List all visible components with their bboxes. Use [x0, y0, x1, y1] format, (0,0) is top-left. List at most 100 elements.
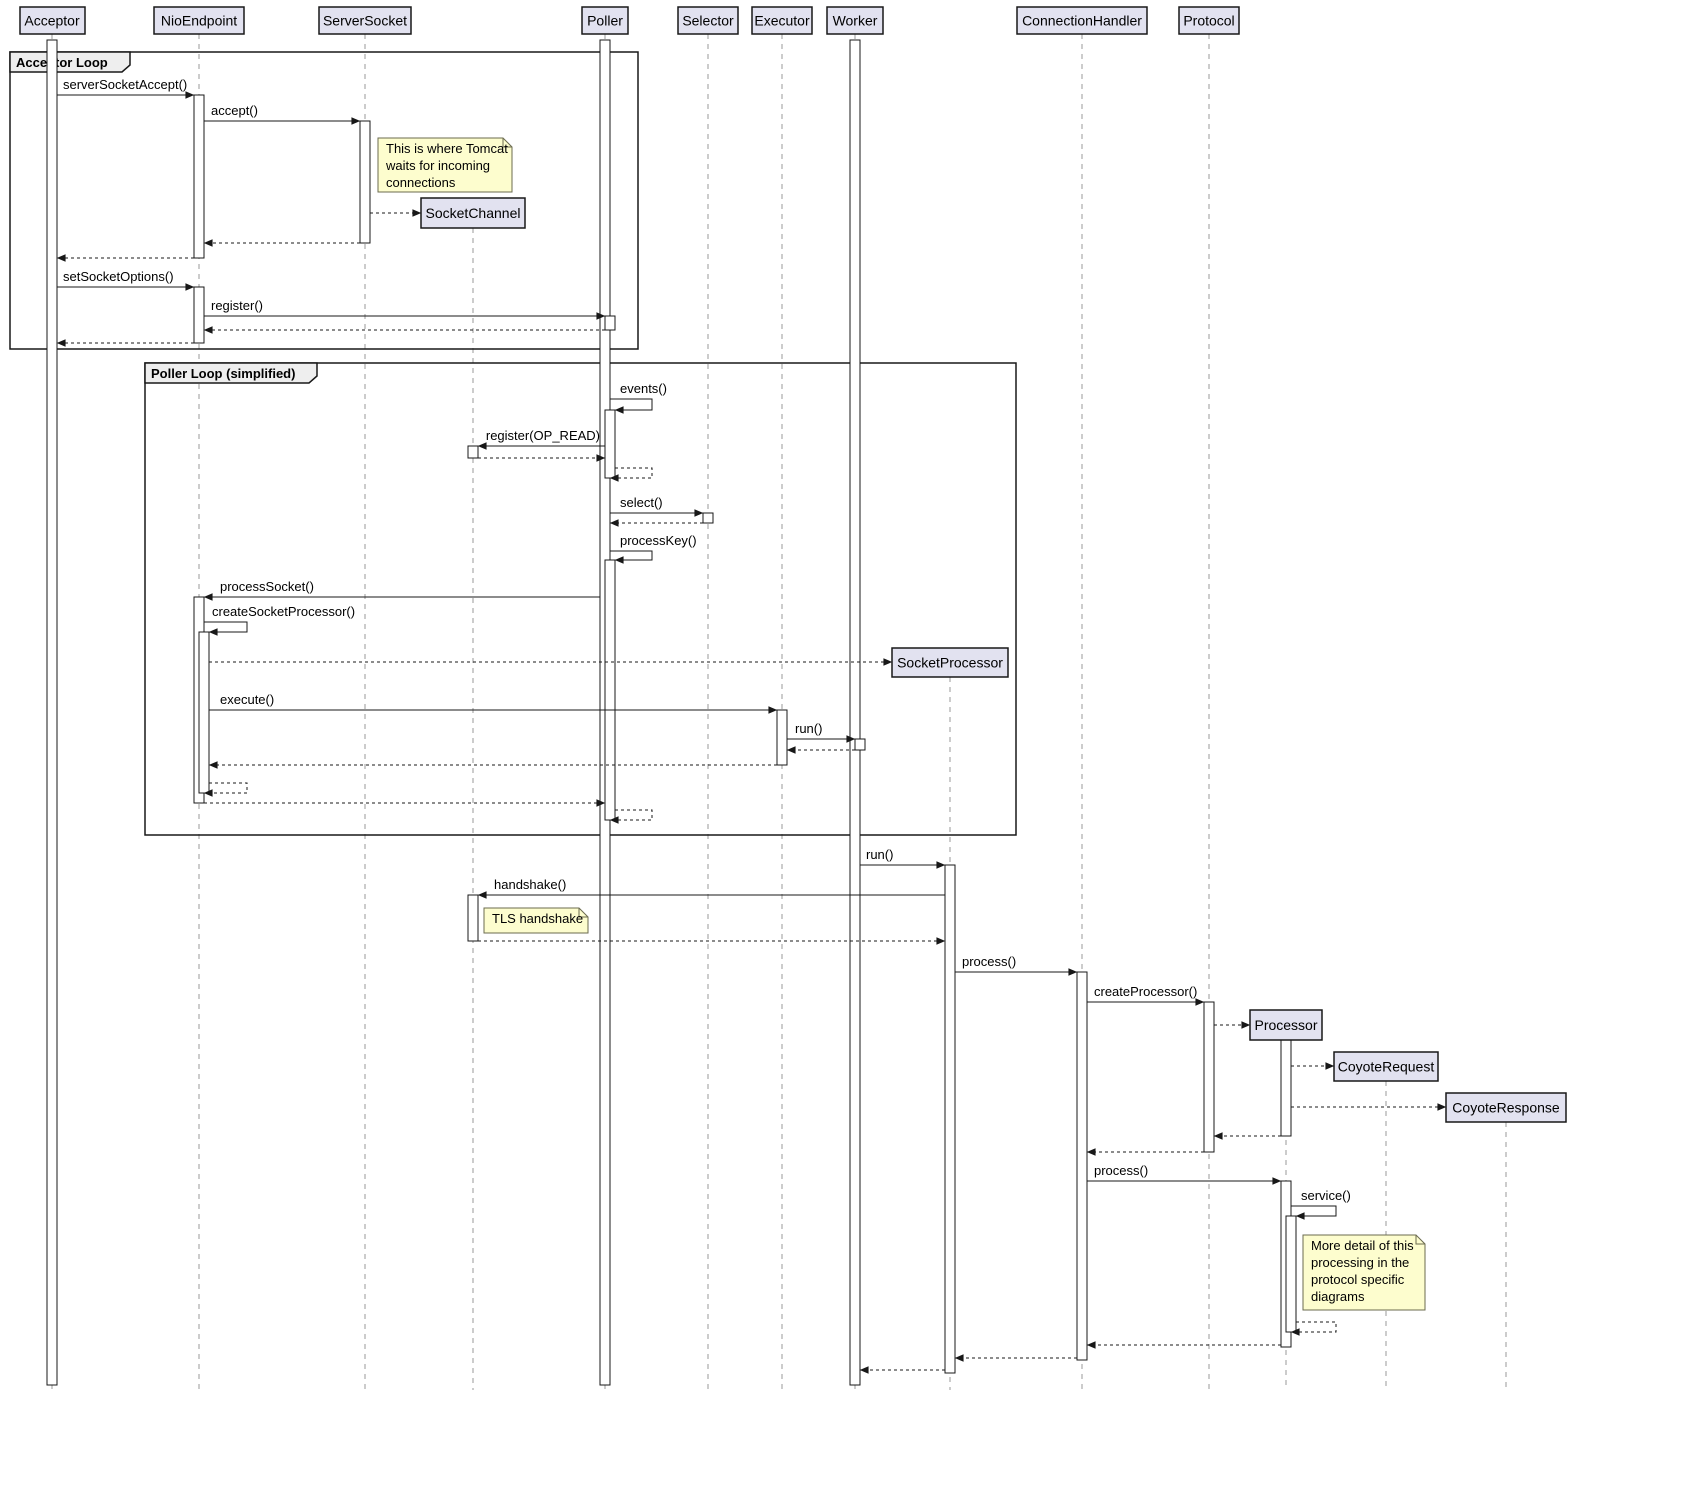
- participant-acceptor: Acceptor: [19, 6, 86, 35]
- participant-box: [19, 6, 86, 35]
- participant-poller: Poller: [581, 6, 629, 35]
- participant-box: [318, 6, 412, 35]
- participant-box: [581, 6, 629, 35]
- participant-label: Worker: [833, 13, 878, 29]
- message-label: setSocketOptions(): [63, 269, 174, 284]
- participant-box: [1016, 6, 1148, 35]
- frame-label-tab: [9, 51, 131, 73]
- message-processkey: processKey(): [610, 533, 697, 564]
- activation-bar: [467, 445, 479, 459]
- activation-bar: [359, 120, 371, 244]
- participant-box: [891, 647, 1009, 678]
- note-text: connections: [386, 175, 456, 190]
- participant-coyoterequest: CoyoteRequest: [1333, 1051, 1439, 1082]
- participant-socketchannel: SocketChannel: [420, 197, 526, 229]
- frame-label-tab: [144, 362, 318, 384]
- participant-serversocket: ServerSocket: [318, 6, 412, 35]
- activation-bar: [193, 94, 205, 259]
- note-fold-icon: [1415, 1235, 1425, 1245]
- participant-coyoteresponse: CoyoteResponse: [1445, 1092, 1567, 1123]
- activation-bar: [854, 738, 866, 751]
- message-select: select(): [610, 495, 704, 517]
- activation-bar: [1285, 1215, 1297, 1333]
- message-label: handshake(): [494, 877, 566, 892]
- message-label: processSocket(): [220, 579, 314, 594]
- participant-label: NioEndpoint: [161, 13, 237, 29]
- message-self-return: [609, 467, 653, 482]
- participant-label: CoyoteResponse: [1452, 1100, 1560, 1116]
- participant-label: Selector: [682, 13, 734, 29]
- activation-bar: [1280, 1039, 1292, 1137]
- message-createprocessor: createProcessor(): [1087, 984, 1205, 1006]
- message-events: events(): [610, 381, 667, 414]
- activation-bar: [604, 315, 616, 331]
- participant-box: [677, 6, 739, 35]
- participant-socketprocessor: SocketProcessor: [891, 647, 1009, 678]
- activation-bar: [46, 39, 58, 1386]
- note-text: waits for incoming: [385, 158, 490, 173]
- message-self-return: [609, 809, 653, 824]
- participant-box: [751, 6, 813, 35]
- message-label: register(): [211, 298, 263, 313]
- participant-selector: Selector: [677, 6, 739, 35]
- message-line: [610, 398, 653, 414]
- messages-layer: serverSocketAccept() accept() setSocketOpt…: [56, 77, 1447, 1374]
- message-register: register(): [204, 298, 606, 320]
- note-text: diagrams: [1311, 1289, 1365, 1304]
- participant-nioendpoint: NioEndpoint: [153, 6, 245, 35]
- message-label: service(): [1301, 1188, 1351, 1203]
- participant-connectionhandler: ConnectionHandler: [1016, 6, 1148, 35]
- activation-bar: [193, 286, 205, 344]
- message-label: accept(): [211, 103, 258, 118]
- activation-bar: [604, 559, 616, 821]
- message-run: run(): [787, 721, 856, 743]
- message-line: [1290, 1321, 1337, 1336]
- note-fold-icon: [578, 908, 588, 918]
- message-line: [609, 467, 653, 482]
- message-label: execute(): [220, 692, 274, 707]
- message-process: process(): [955, 954, 1078, 976]
- note-text: TLS handshake: [492, 911, 583, 926]
- message-label: register(OP_READ): [486, 428, 600, 443]
- message-line: [203, 782, 248, 797]
- message-label: events(): [620, 381, 667, 396]
- message-run: run(): [860, 847, 946, 869]
- note-text: More detail of this: [1311, 1238, 1414, 1253]
- message-label: processKey(): [620, 533, 697, 548]
- message-label: run(): [795, 721, 822, 736]
- activation-bar: [1076, 971, 1088, 1361]
- message-line: [610, 550, 653, 564]
- participant-label: CoyoteRequest: [1338, 1059, 1435, 1075]
- frame-label: Acceptor Loop: [16, 55, 108, 70]
- message-self-return: [203, 782, 248, 797]
- participant-label: Poller: [587, 13, 623, 29]
- note-body: [377, 137, 513, 193]
- frame-0: Acceptor Loop: [9, 51, 639, 350]
- participant-label: SocketChannel: [426, 205, 521, 221]
- participants-layer: Acceptor NioEndpoint ServerSocket Poller Sel…: [19, 6, 1567, 1123]
- participant-label: SocketProcessor: [897, 655, 1003, 671]
- activation-bar: [849, 39, 861, 1386]
- participant-protocol: Protocol: [1178, 6, 1240, 35]
- frame-label: Poller Loop (simplified): [151, 366, 295, 381]
- participant-label: ConnectionHandler: [1022, 13, 1142, 29]
- frame-border: [144, 362, 1017, 836]
- message-label: run(): [866, 847, 893, 862]
- note-text: protocol specific: [1311, 1272, 1405, 1287]
- message-label: createProcessor(): [1094, 984, 1197, 999]
- participant-worker: Worker: [826, 6, 884, 35]
- participant-box: [1333, 1051, 1439, 1082]
- message-serversocketaccept: serverSocketAccept(): [57, 77, 195, 99]
- message-execute: execute(): [209, 692, 778, 714]
- message-label: process(): [1094, 1163, 1148, 1178]
- message-process: process(): [1087, 1163, 1282, 1185]
- participant-box: [1249, 1009, 1323, 1041]
- activation-bar: [776, 709, 788, 766]
- message-accept: accept(): [204, 103, 361, 125]
- activation-bar: [604, 409, 616, 479]
- activation-bar: [944, 864, 956, 1374]
